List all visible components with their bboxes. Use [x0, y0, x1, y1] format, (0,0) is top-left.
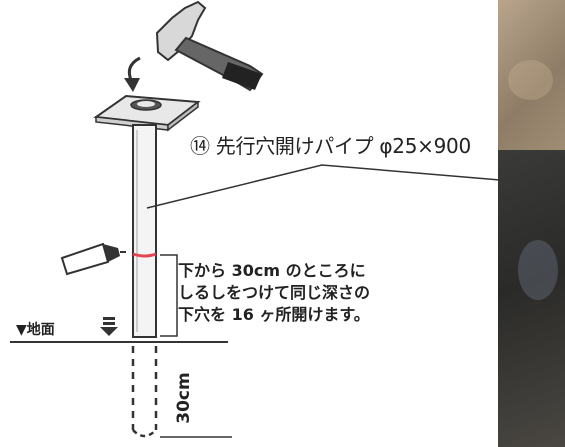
- marker-pen-icon: [60, 242, 126, 276]
- marking-note: 下から 30cm のところに しるしをつけて同じ深さの 下穴を 16 ヶ所開けま…: [178, 260, 478, 326]
- note-line: 下穴を 16 ヶ所開けます。: [178, 305, 370, 324]
- depth-label: 30cm: [170, 368, 198, 428]
- note-line: 下から 30cm のところに: [178, 261, 366, 280]
- note-line: しるしをつけて同じ深さの: [178, 283, 371, 302]
- photo-lower: [498, 150, 565, 447]
- photo-highlight: [508, 60, 553, 100]
- photo-background: [498, 0, 565, 447]
- pipe: [132, 124, 157, 338]
- curved-arrow-icon: [124, 56, 141, 92]
- down-arrow-icon: [100, 317, 118, 336]
- depth-label-text: 30cm: [174, 372, 194, 424]
- pipe-title-label: ⑭ 先行穴開けパイプ φ25×900: [190, 134, 471, 158]
- hammer-icon: [155, 0, 264, 92]
- ground-label: ▼地面: [16, 322, 55, 338]
- red-mark: [132, 252, 157, 258]
- leader-line: [146, 164, 501, 209]
- underground-hole: [131, 346, 158, 438]
- photo-upper: [498, 0, 565, 150]
- measurement-bracket: [160, 254, 178, 337]
- pipe-top-plate: [93, 94, 201, 132]
- photo-highlight: [518, 240, 558, 300]
